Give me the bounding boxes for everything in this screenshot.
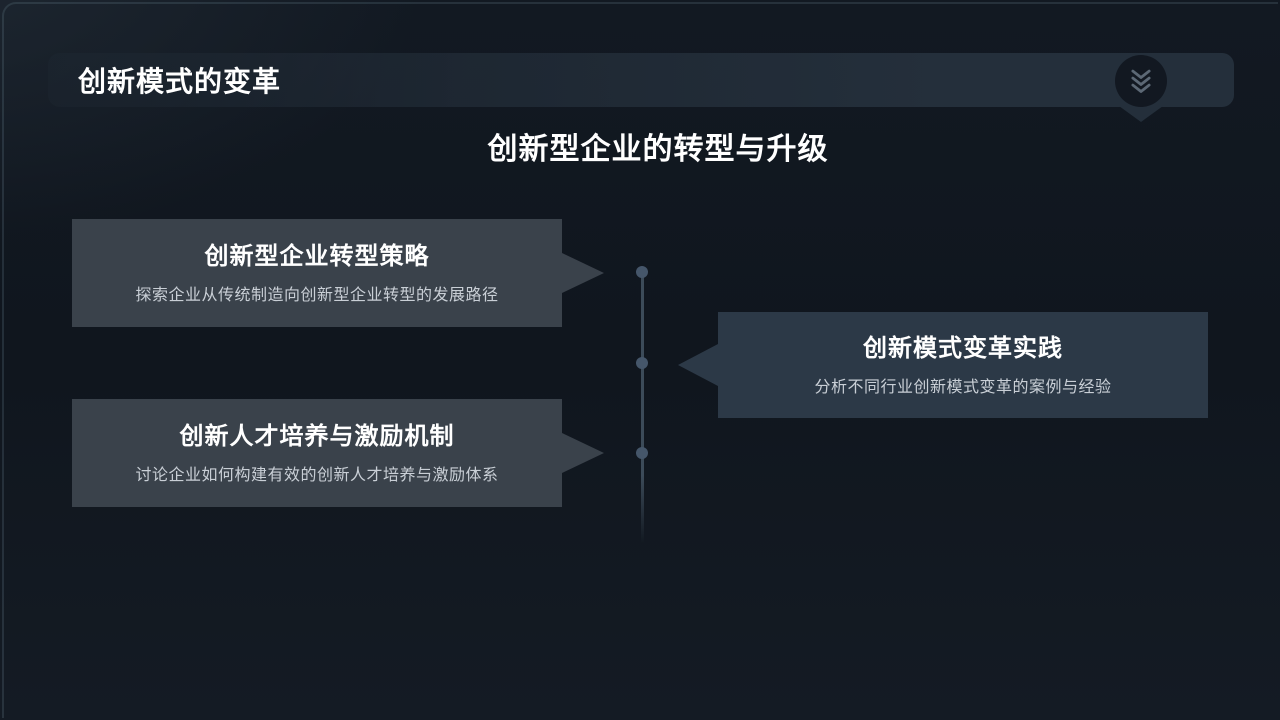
slide-subtitle: 创新型企业的转型与升级	[487, 133, 829, 166]
card-title: 创新模式变革实践	[863, 335, 1063, 362]
header-bubble-tail	[1119, 106, 1163, 122]
card-description: 探索企业从传统制造向创新型企业转型的发展路径	[135, 287, 499, 304]
collapse-button[interactable]	[1115, 55, 1167, 107]
timeline-dot	[636, 447, 648, 459]
timeline-dot	[636, 357, 648, 369]
card-talent-incentive: 创新人才培养与激励机制 讨论企业如何构建有效的创新人才培养与激励体系	[72, 399, 604, 507]
page-title: 创新模式的变革	[78, 66, 282, 97]
header-bar: 创新模式的变革	[48, 53, 1234, 107]
timeline-dot	[636, 266, 648, 278]
card-transformation-strategy: 创新型企业转型策略 探索企业从传统制造向创新型企业转型的发展路径	[72, 219, 604, 327]
triple-chevron-down-icon	[1127, 67, 1155, 95]
card-description: 分析不同行业创新模式变革的案例与经验	[814, 379, 1112, 396]
card-description: 讨论企业如何构建有效的创新人才培养与激励体系	[135, 467, 499, 484]
card-title: 创新型企业转型策略	[204, 243, 430, 270]
timeline-line	[641, 272, 644, 543]
card-title: 创新人才培养与激励机制	[179, 423, 455, 450]
card-innovation-practice: 创新模式变革实践 分析不同行业创新模式变革的案例与经验	[678, 312, 1208, 418]
